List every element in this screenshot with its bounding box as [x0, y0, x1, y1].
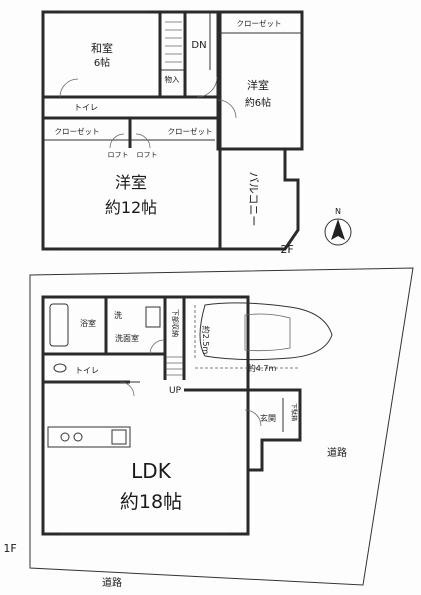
- room-washitsu-label: 和室: [91, 41, 113, 55]
- room-ldk-label: LDK: [131, 459, 172, 483]
- room-toilet-2f-label: トイレ: [74, 103, 98, 112]
- room-shita-shuno-label: 下部収納: [171, 309, 180, 337]
- room-closet-mid-label: クローゼット: [168, 126, 213, 136]
- car-icon: [199, 302, 333, 361]
- room-monoire-label: 物入: [165, 74, 180, 84]
- parking-width-label: 約2.5m: [201, 326, 211, 355]
- room-sen-label: 洗: [114, 310, 122, 320]
- floor-2-plan: [41, 10, 304, 251]
- room-loft-1-label: ロフト: [108, 151, 129, 159]
- room-bath-label: 浴室: [80, 318, 96, 328]
- floor-2-stairs: [165, 21, 182, 63]
- room-senmenjo-label: 洗面室: [115, 333, 139, 343]
- room-yoshitsu-right-size: 約6帖: [245, 96, 271, 109]
- north-arrow-icon: [324, 218, 352, 246]
- room-genkan-label: 玄関: [260, 413, 276, 423]
- room-closet-top-label: クローゼット: [237, 18, 282, 28]
- room-toilet-1f-label: トイレ: [75, 366, 99, 375]
- floor-1-label: 1F: [3, 542, 16, 555]
- room-yoshitsu-main-size: 約12帖: [105, 198, 157, 217]
- floor-1-plan: [41, 295, 302, 536]
- label-up: UP: [169, 386, 182, 396]
- road-bottom-label: 道路: [102, 576, 122, 589]
- compass-north-label: N: [335, 207, 341, 216]
- kitchen-counter: [47, 426, 131, 448]
- floor-2-label: 2F: [280, 243, 293, 256]
- label-dn: DN: [191, 40, 206, 51]
- room-washitsu-size: 6帖: [94, 56, 110, 69]
- balcony-outline: [220, 147, 300, 251]
- road-right-label: 道路: [327, 446, 347, 459]
- room-yoshitsu-right-label: 洋室: [247, 78, 269, 92]
- entrance-wall: [184, 388, 302, 472]
- room-gebako-label: 下駄箱: [290, 403, 298, 421]
- room-yoshitsu-main-label: 洋室: [115, 173, 147, 192]
- parking-length-label: 約4.7m: [248, 363, 277, 373]
- lot-boundary: [29, 267, 414, 586]
- room-loft-2-label: ロフト: [137, 151, 158, 159]
- balcony-label: バルコニー: [247, 172, 260, 227]
- floor-1-stairs: [166, 356, 183, 376]
- room-ldk-size: 約18帖: [120, 491, 182, 513]
- room-closet-left-label: クローゼット: [55, 126, 100, 136]
